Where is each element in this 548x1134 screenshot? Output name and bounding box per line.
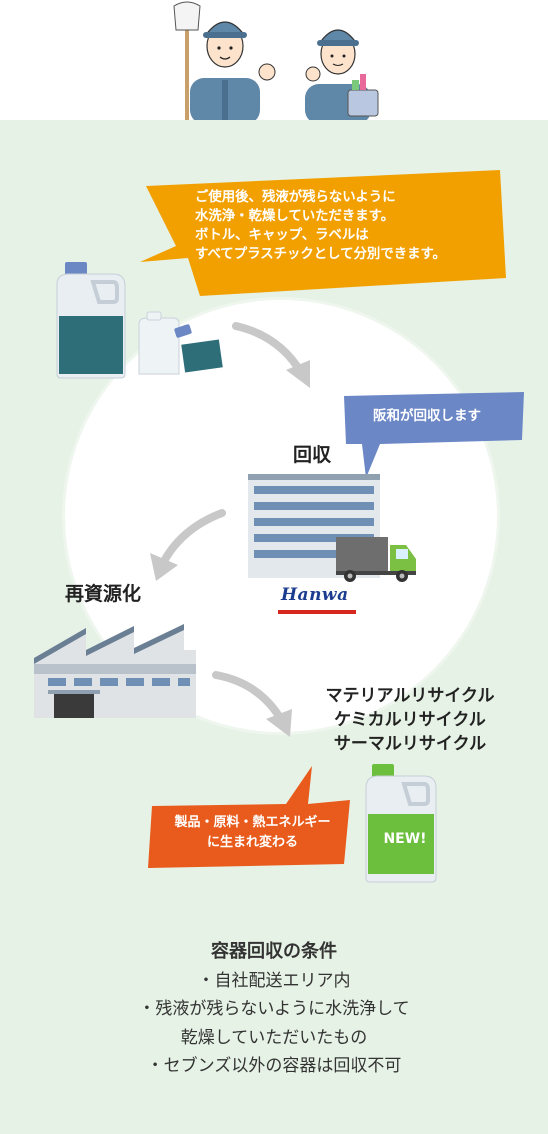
usage-bubble-text: ご使用後、残液が残らないように 水洗浄・乾燥していただきます。 ボトル、キャップ… [195,188,515,264]
worker-right [305,29,379,124]
new-badge: NEW! [383,831,427,847]
empty-bottles-icon [56,262,223,379]
collection-conditions: 容器回収の条件 ・自社配送エリア内 ・残液が残らないように水洗浄して 乾燥してい… [0,938,548,1081]
reborn-line: に生まれ変わる [206,835,298,850]
arrow-to-collect [232,322,310,388]
reborn-bubble [148,766,350,868]
condition-item: ・セブンズ以外の容器は回収不可 [146,1056,402,1076]
workers-illustration [173,1,379,124]
reborn-line: 製品・原料・熱エネルギー [174,815,331,830]
hanwa-logo-underline [278,610,356,614]
step-recycle-label: 再資源化 [65,583,142,605]
condition-item: 乾燥していただいたもの [180,1027,368,1048]
reborn-bubble-text: 製品・原料・熱エネルギー に生まれ変わる [160,813,345,853]
collect-bubble [344,392,524,478]
arrow-to-new [212,671,292,737]
usage-bubble [140,170,506,296]
worker-left [173,1,276,124]
usage-line: ご使用後、残液が残らないように [195,190,396,205]
new-bottle-icon [365,764,437,883]
recycle-type: サーマルリサイクル [333,734,487,754]
recycle-type: ケミカルリサイクル [334,710,486,730]
step-collect-label: 回収 [293,444,332,466]
collect-bubble-text: 阪和が回収します [373,408,481,424]
usage-line: ボトル、キャップ、ラベルは [195,228,369,243]
factory-icon [34,624,196,718]
condition-item: ・残液が残らないように水洗浄して [138,999,410,1019]
hanwa-logo: Hanwa [281,585,349,605]
recycle-type: マテリアルリサイクル [325,686,495,706]
conditions-title: 容器回収の条件 [211,941,337,962]
usage-line: 水洗浄・乾燥していただきます。 [195,209,395,224]
usage-line: すべてプラスチックとして分別できます。 [195,247,446,262]
recycle-types: マテリアルリサイクル ケミカルリサイクル サーマルリサイクル [290,684,530,756]
arrow-to-recycle [150,509,226,581]
condition-item: ・自社配送エリア内 [197,970,351,991]
truck-icon [336,537,416,582]
